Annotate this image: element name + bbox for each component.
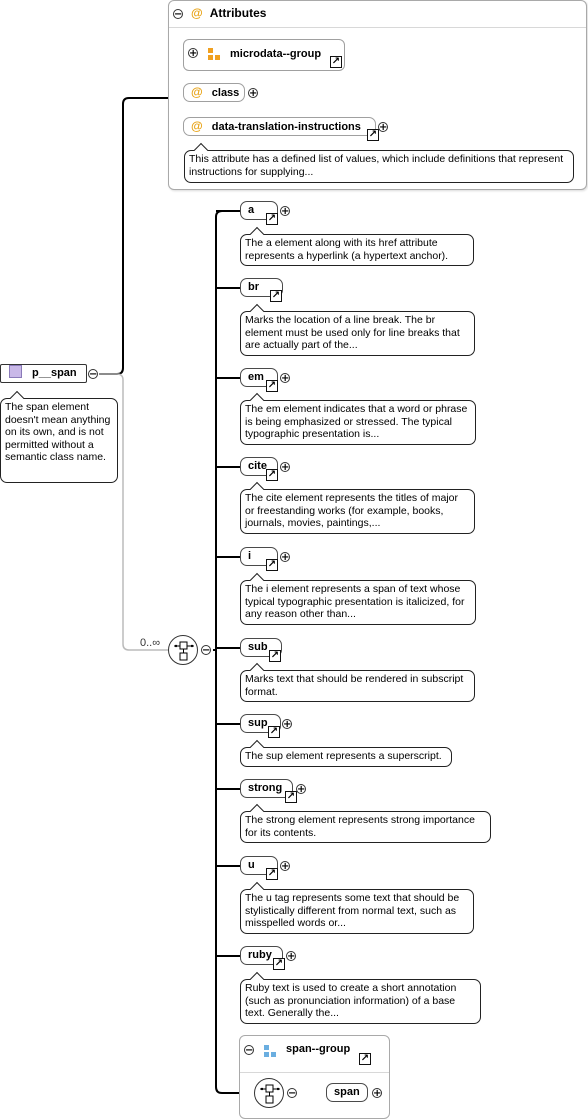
element-doc-annotation: The sup element represents a superscript… xyxy=(240,739,452,767)
collapse-sequence-button[interactable]: − xyxy=(201,645,211,656)
element-link-icon[interactable]: ↗ xyxy=(266,380,278,392)
element-link-icon[interactable]: ↗ xyxy=(268,726,280,738)
microdata-group-link-icon[interactable]: ↗ xyxy=(330,56,342,68)
element-link-icon[interactable]: ↗ xyxy=(273,958,285,970)
element-doc-annotation: Marks text that should be rendered in su… xyxy=(240,662,475,702)
expand-microdata-group-button[interactable]: + xyxy=(188,48,198,59)
element-node-sup[interactable]: sup xyxy=(240,714,281,733)
element-node-strong[interactable]: strong xyxy=(240,779,293,798)
expand-class-attribute-button[interactable]: + xyxy=(248,88,258,99)
element-node-ruby[interactable]: ruby xyxy=(240,946,283,965)
expand-element-button[interactable]: + xyxy=(280,861,290,872)
element-link-icon[interactable]: ↗ xyxy=(266,868,278,880)
dti-doc-annotation: This attribute has a defined list of val… xyxy=(184,142,574,183)
element-icon xyxy=(9,365,22,378)
expand-element-button[interactable]: + xyxy=(280,462,290,473)
span-group-sequence-icon[interactable] xyxy=(254,1078,284,1108)
element-link-icon[interactable]: ↗ xyxy=(285,791,297,803)
group-icon xyxy=(208,48,220,60)
element-doc-annotation: The a element along with its href attrib… xyxy=(240,226,474,266)
span-group-divider xyxy=(240,1072,389,1073)
span-group-label: span--group xyxy=(286,1043,351,1055)
microdata-group-node[interactable]: + microdata--group xyxy=(183,39,345,71)
expand-span-element-button[interactable]: + xyxy=(372,1088,382,1099)
expand-element-button[interactable]: + xyxy=(282,719,292,730)
element-doc-annotation: The em element indicates that a word or … xyxy=(240,392,476,445)
element-doc-annotation: The i element represents a span of text … xyxy=(240,572,476,625)
element-link-icon[interactable]: ↗ xyxy=(269,650,281,662)
attribute-at-icon: @ xyxy=(191,119,203,133)
attribute-at-icon: @ xyxy=(191,6,203,20)
attribute-class-node[interactable]: @ class xyxy=(183,83,245,102)
element-doc-annotation: Marks the location of a line break. The … xyxy=(240,303,475,356)
attribute-dti-node[interactable]: @ data-translation-instructions xyxy=(183,117,376,136)
expand-element-button[interactable]: + xyxy=(296,784,306,795)
root-element-node[interactable]: p__span xyxy=(0,364,87,383)
collapse-span-sequence-button[interactable]: − xyxy=(287,1088,297,1099)
sequence-compositor-icon[interactable] xyxy=(168,635,198,665)
expand-element-button[interactable]: + xyxy=(286,951,296,962)
group-icon xyxy=(264,1045,276,1057)
dti-link-icon[interactable]: ↗ xyxy=(367,129,379,141)
root-doc-text: The span element doesn't mean anything o… xyxy=(5,401,111,463)
attributes-divider xyxy=(169,27,586,28)
expand-element-button[interactable]: + xyxy=(280,373,290,384)
attributes-title: Attributes xyxy=(209,6,267,20)
attributes-panel: − @ Attributes + microdata--group ↗ @ cl… xyxy=(168,0,587,190)
element-link-icon[interactable]: ↗ xyxy=(266,213,278,225)
collapse-span-group-button[interactable]: − xyxy=(244,1045,254,1056)
expand-dti-attribute-button[interactable]: + xyxy=(378,122,388,133)
microdata-group-label: microdata--group xyxy=(230,48,322,60)
collapse-attributes-button[interactable]: − xyxy=(173,9,183,20)
element-node-span[interactable]: span xyxy=(326,1083,368,1102)
dti-doc-text: This attribute has a defined list of val… xyxy=(189,153,564,178)
element-link-icon[interactable]: ↗ xyxy=(270,290,282,302)
element-doc-annotation: The cite element represents the titles o… xyxy=(240,481,475,534)
attribute-dti-label: data-translation-instructions xyxy=(211,121,361,133)
element-doc-annotation: The u tag represents some text that shou… xyxy=(240,881,474,934)
collapse-root-button[interactable]: − xyxy=(88,369,98,380)
attribute-at-icon: @ xyxy=(191,85,203,99)
element-link-icon[interactable]: ↗ xyxy=(266,469,278,481)
element-doc-annotation: The strong element represents strong imp… xyxy=(240,803,491,843)
span-group-link-icon[interactable]: ↗ xyxy=(359,1053,371,1065)
root-doc-annotation: The span element doesn't mean anything o… xyxy=(0,390,118,483)
attributes-header: @ Attributes xyxy=(191,6,266,20)
element-doc-annotation: Ruby text is used to create a short anno… xyxy=(240,971,481,1024)
attribute-class-label: class xyxy=(211,87,240,99)
root-element-label: p__span xyxy=(32,367,77,379)
span-element-label: span xyxy=(334,1086,360,1098)
element-link-icon[interactable]: ↗ xyxy=(266,559,278,571)
occurrence-label: 0..∞ xyxy=(140,637,161,649)
expand-element-button[interactable]: + xyxy=(280,552,290,563)
expand-element-button[interactable]: + xyxy=(280,206,290,217)
